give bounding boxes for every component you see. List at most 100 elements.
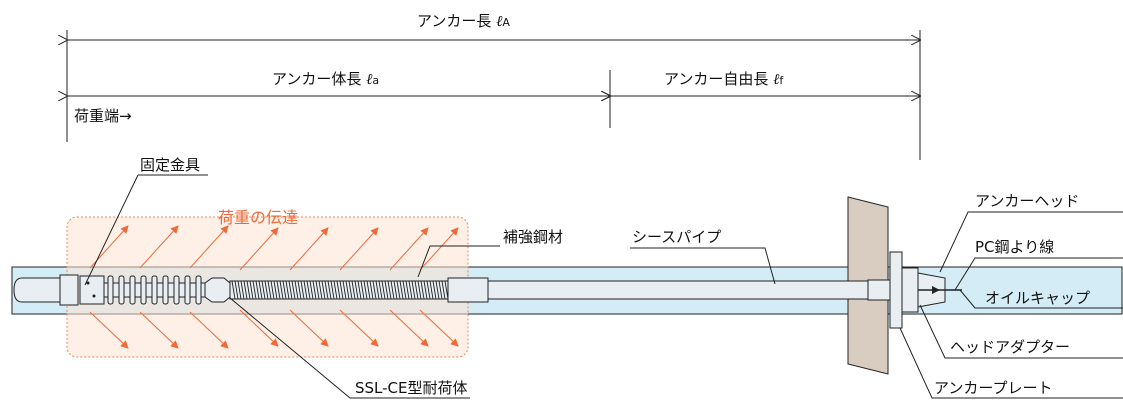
force-arrow-up (339, 227, 379, 271)
spiral-coil (285, 280, 290, 300)
load-end-text: 荷重端 (74, 107, 120, 125)
leader-oil-cap (959, 289, 1123, 309)
spiral-coil (402, 280, 407, 300)
anchor-body-symbol: ℓ (366, 70, 373, 88)
spiral-coil (423, 280, 428, 300)
spiral-coil (354, 280, 359, 300)
load-body-rib (184, 275, 191, 305)
spiral-coil (327, 280, 332, 300)
spiral-coil (300, 280, 305, 300)
force-arrow-up (389, 227, 429, 271)
spiral-coil (246, 280, 251, 300)
force-arrow-up (189, 225, 229, 269)
anchor-nose (13, 277, 61, 303)
spiral-coil (429, 280, 434, 300)
spiral-coil (411, 280, 416, 300)
spiral-coil (405, 280, 410, 300)
spiral-coil (399, 280, 404, 300)
force-arrow-up (419, 227, 459, 271)
spiral-coil (369, 280, 374, 300)
spiral-coil (294, 280, 299, 300)
label-anchor-plate: アンカープレート (934, 379, 1053, 397)
anchor-plate-part (889, 251, 903, 329)
force-arrow-up (139, 225, 179, 269)
spiral-coil (363, 280, 368, 300)
force-arrow-down (389, 309, 429, 347)
load-body-rib (140, 275, 147, 305)
spiral-coil (315, 280, 320, 300)
label-head-adapter: ヘッドアダプター (950, 338, 1071, 356)
leader-reinforcing (417, 245, 500, 278)
spiral-coil (390, 280, 395, 300)
load-body-rib (107, 275, 114, 305)
force-arrow-down (419, 309, 459, 347)
spiral-coil (276, 280, 281, 300)
force-arrow-down (289, 309, 329, 347)
spiral-coil (336, 280, 341, 300)
spiral-coil (330, 280, 335, 300)
spiral-coil (240, 280, 245, 300)
spiral-coil (366, 280, 371, 300)
spiral-coil (414, 280, 419, 300)
spiral-coil (288, 280, 293, 300)
spiral-coil (378, 280, 383, 300)
anchor-body-text: アンカー体長 (272, 70, 367, 88)
spiral-coil (438, 280, 443, 300)
spiral-coil (432, 280, 437, 300)
spiral-coil (393, 280, 398, 300)
force-arrow-down (139, 311, 179, 349)
spiral-coil (291, 280, 296, 300)
force-arrow-down (339, 309, 379, 347)
spiral-coil (345, 280, 350, 300)
spiral-coil (261, 280, 266, 300)
spiral-coil (396, 280, 401, 300)
label-oil-cap: オイルキャップ (985, 289, 1091, 307)
spiral-coil (252, 280, 257, 300)
anchor-length-text: アンカー長 (417, 12, 497, 30)
spiral-coil (303, 280, 308, 300)
anchor-body-sub: a (372, 74, 380, 87)
label-load-end: 荷重端→ (74, 107, 132, 125)
strand-wedge (932, 286, 940, 294)
anchor-free-symbol: ℓ (773, 70, 780, 88)
force-arrow-up (289, 227, 329, 271)
spiral-coil (306, 280, 311, 300)
spiral-coil (417, 280, 422, 300)
leader-anchor-head (939, 211, 1123, 273)
load-end-arrow: → (119, 107, 132, 125)
spiral-coil (441, 280, 446, 300)
spiral-coil (357, 280, 362, 300)
spiral-coil (426, 280, 431, 300)
head-adapter-part (867, 279, 891, 301)
load-body-rib (162, 275, 169, 305)
label-load-transfer: 荷重の伝達 (218, 208, 299, 227)
load-body-rib (118, 275, 125, 305)
anchor-length-sub: A (502, 16, 510, 29)
leader-pc-strand (954, 257, 1123, 291)
load-body-rib (173, 275, 180, 305)
spiral-coil (384, 280, 389, 300)
spiral-coil (420, 280, 425, 300)
spiral-coil (234, 280, 239, 300)
leader-sheath (630, 247, 776, 285)
label-anchor-head: アンカーヘッド (975, 192, 1080, 210)
label-pc-strand: PC鋼より線 (975, 238, 1055, 256)
spiral-coil (264, 280, 269, 300)
force-arrow-down (239, 309, 279, 347)
spiral-coil (297, 280, 302, 300)
fixing-fitting-block (79, 275, 105, 305)
spiral-coil (312, 280, 317, 300)
leader-ssl (229, 297, 470, 399)
spiral-coil (381, 280, 386, 300)
spiral-coil (243, 280, 248, 300)
label-anchor-length: アンカー長 ℓA (417, 12, 510, 32)
spiral-coil (279, 280, 284, 300)
anchor-free-text: アンカー自由長 (664, 70, 774, 88)
spiral-coil (372, 280, 377, 300)
spiral-coil (342, 280, 347, 300)
reinforcing-spiral (231, 280, 449, 300)
label-sheath-pipe: シースパイプ (632, 228, 722, 246)
spiral-coil (267, 280, 272, 300)
spiral-coil (318, 280, 323, 300)
